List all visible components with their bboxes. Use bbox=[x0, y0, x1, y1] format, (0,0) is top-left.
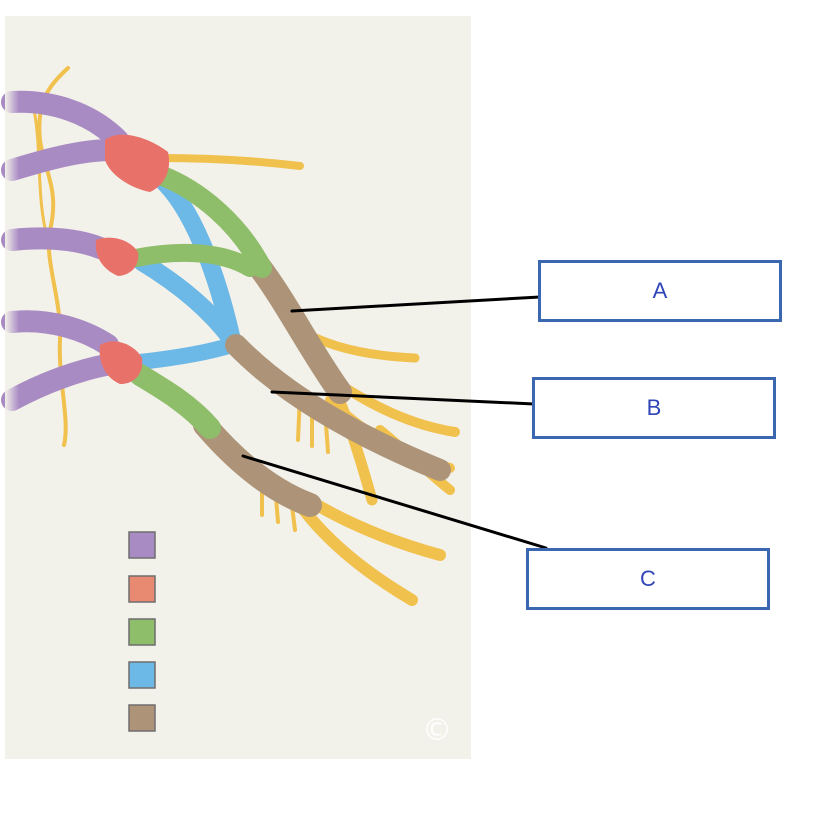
leader-lines bbox=[241, 295, 548, 550]
label-box-a[interactable]: A bbox=[538, 260, 782, 322]
leader-line-a bbox=[290, 295, 542, 313]
panel-left-fade bbox=[5, 60, 19, 440]
leader-line-c bbox=[241, 454, 548, 550]
trunks-red bbox=[95, 134, 170, 384]
label-box-c[interactable]: C bbox=[526, 548, 770, 610]
leader-line-b bbox=[270, 390, 536, 406]
roots-purple bbox=[1, 90, 129, 411]
legend-swatch-cords[interactable] bbox=[128, 661, 156, 689]
legend-swatch-roots[interactable] bbox=[128, 531, 156, 559]
legend-swatch-divisions[interactable] bbox=[128, 618, 156, 646]
divisions-green bbox=[127, 165, 272, 439]
legend-swatch-trunks[interactable] bbox=[128, 575, 156, 603]
label-b-text: B bbox=[646, 395, 662, 420]
legend bbox=[128, 531, 156, 732]
label-box-b[interactable]: B bbox=[532, 377, 776, 439]
label-c-text: C bbox=[640, 566, 656, 591]
copyright-icon: © bbox=[422, 713, 452, 748]
label-a-text: A bbox=[652, 278, 668, 303]
illustration-panel bbox=[5, 16, 471, 759]
legend-swatch-branches[interactable] bbox=[128, 704, 156, 732]
